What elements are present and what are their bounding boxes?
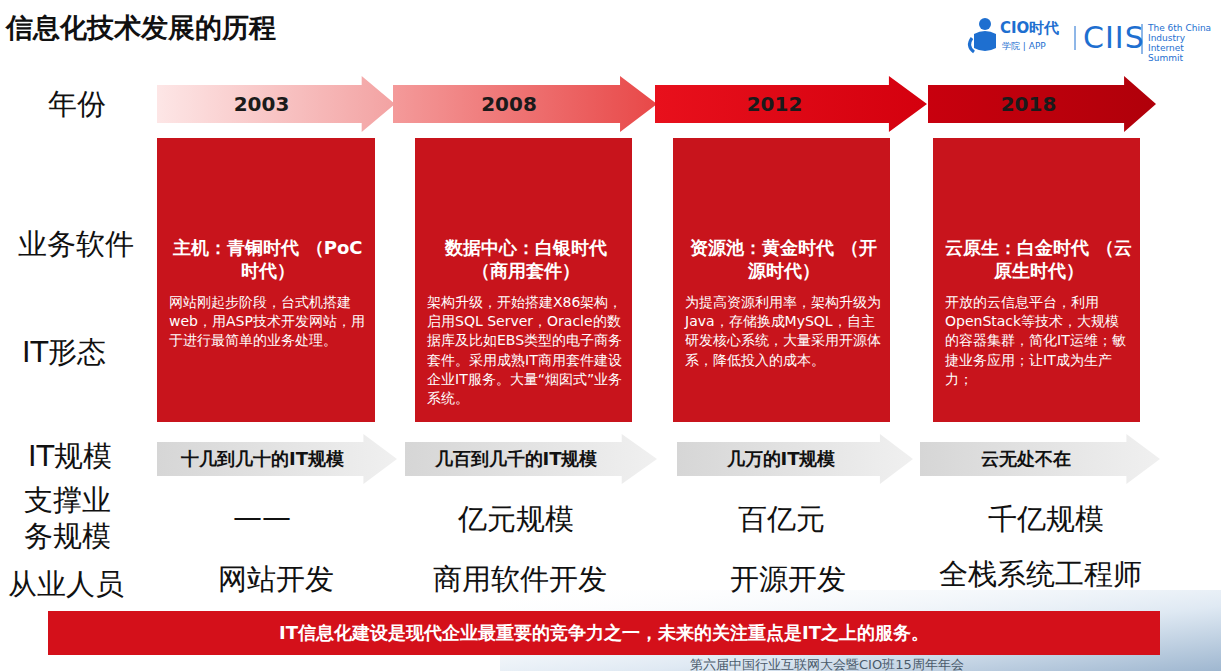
- business-scale: 亿元规模: [458, 500, 574, 540]
- grey-node: 几百到几千的IT规模: [405, 434, 657, 484]
- year-node: 2003: [157, 76, 395, 132]
- logo-text: The 6th China Industry Internet Summit: [1148, 24, 1218, 64]
- practitioner: 商用软件开发: [433, 560, 607, 600]
- scale-label: 几百到几千的IT规模: [435, 447, 598, 471]
- scale-label: 十几到几十的IT规模: [181, 447, 344, 471]
- era-heading: 云原生：白金时代 （云原生时代）: [945, 236, 1132, 283]
- row-label: IT规模: [28, 437, 112, 477]
- scale-label: 几万的IT规模: [727, 447, 836, 471]
- card-node: 主机：青铜时代 （PoC时代） 网站刚起步阶段，台式机搭建web，用ASP技术开发…: [157, 138, 375, 422]
- business-scale: ——: [233, 500, 291, 534]
- logo-text: CIO时代: [1000, 19, 1059, 38]
- card-node: 数据中心：白银时代 （商用套件） 架构升级，开始搭建X86架构，启用SQL Ser…: [415, 138, 632, 422]
- cio-logo-mark: [969, 18, 996, 52]
- row-label: IT形态: [22, 333, 106, 373]
- year-node: 2018: [928, 76, 1156, 132]
- year-node: 2008: [393, 76, 657, 132]
- era-heading: 主机：青铜时代 （PoC时代）: [169, 236, 367, 283]
- row-label: 支撑业务规模: [24, 482, 116, 555]
- era-description: 架构升级，开始搭建X86架构，启用SQL Server，Oracle的数据库及比…: [427, 293, 624, 409]
- card-node: 云原生：白金时代 （云原生时代） 开放的云信息平台，利用OpenStack等技术，…: [933, 138, 1140, 422]
- grey-node: 几万的IT规模: [677, 434, 913, 484]
- scale-label: 云无处不在: [981, 447, 1071, 471]
- grey-node: 云无处不在: [920, 434, 1160, 484]
- practitioner: 网站开发: [218, 560, 334, 600]
- diagram-title: 信息化技术发展的历程: [6, 10, 276, 46]
- row-label: 从业人员: [8, 565, 124, 605]
- era-description: 开放的云信息平台，利用OpenStack等技术，大规模的容器集群，简化IT运维；…: [945, 293, 1132, 390]
- era-description: 为提高资源利用率，架构升级为Java，存储换成MySQL，自主研发核心系统，大量…: [685, 293, 882, 370]
- card-node: 资源池：黄金时代 （开源时代） 为提高资源利用率，架构升级为Java，存储换成My…: [673, 138, 890, 422]
- year-node: 2012: [655, 76, 927, 132]
- business-scale: 千亿规模: [988, 500, 1104, 540]
- practitioner: 开源开发: [730, 560, 846, 600]
- watermark: 第六届中国行业互联网大会暨CIO班15周年年会: [690, 656, 964, 671]
- summary-banner-text: IT信息化建设是现代企业最重要的竞争力之一，未来的关注重点是IT之上的服务。: [279, 621, 929, 645]
- logo-text: 学院 | APP: [1002, 40, 1046, 53]
- business-scale: 百亿元: [738, 500, 825, 540]
- banner-node: IT信息化建设是现代企业最重要的竞争力之一，未来的关注重点是IT之上的服务。: [48, 611, 1160, 655]
- row-label: 年份: [48, 85, 106, 125]
- year-label: 2003: [234, 92, 290, 116]
- year-label: 2008: [481, 92, 537, 116]
- era-description: 网站刚起步阶段，台式机搭建web，用ASP技术开发网站，用于进行最简单的业务处理…: [169, 293, 367, 351]
- year-label: 2018: [1001, 92, 1057, 116]
- practitioner: 全栈系统工程师: [939, 555, 1142, 595]
- row-label: 业务软件: [18, 225, 134, 265]
- era-heading: 数据中心：白银时代 （商用套件）: [427, 236, 624, 283]
- grey-node: 十几到几十的IT规模: [157, 434, 397, 484]
- logo-text: CIIS: [1083, 20, 1145, 55]
- era-heading: 资源池：黄金时代 （开源时代）: [685, 236, 882, 283]
- logo-divider: [1075, 26, 1076, 50]
- year-label: 2012: [747, 92, 803, 116]
